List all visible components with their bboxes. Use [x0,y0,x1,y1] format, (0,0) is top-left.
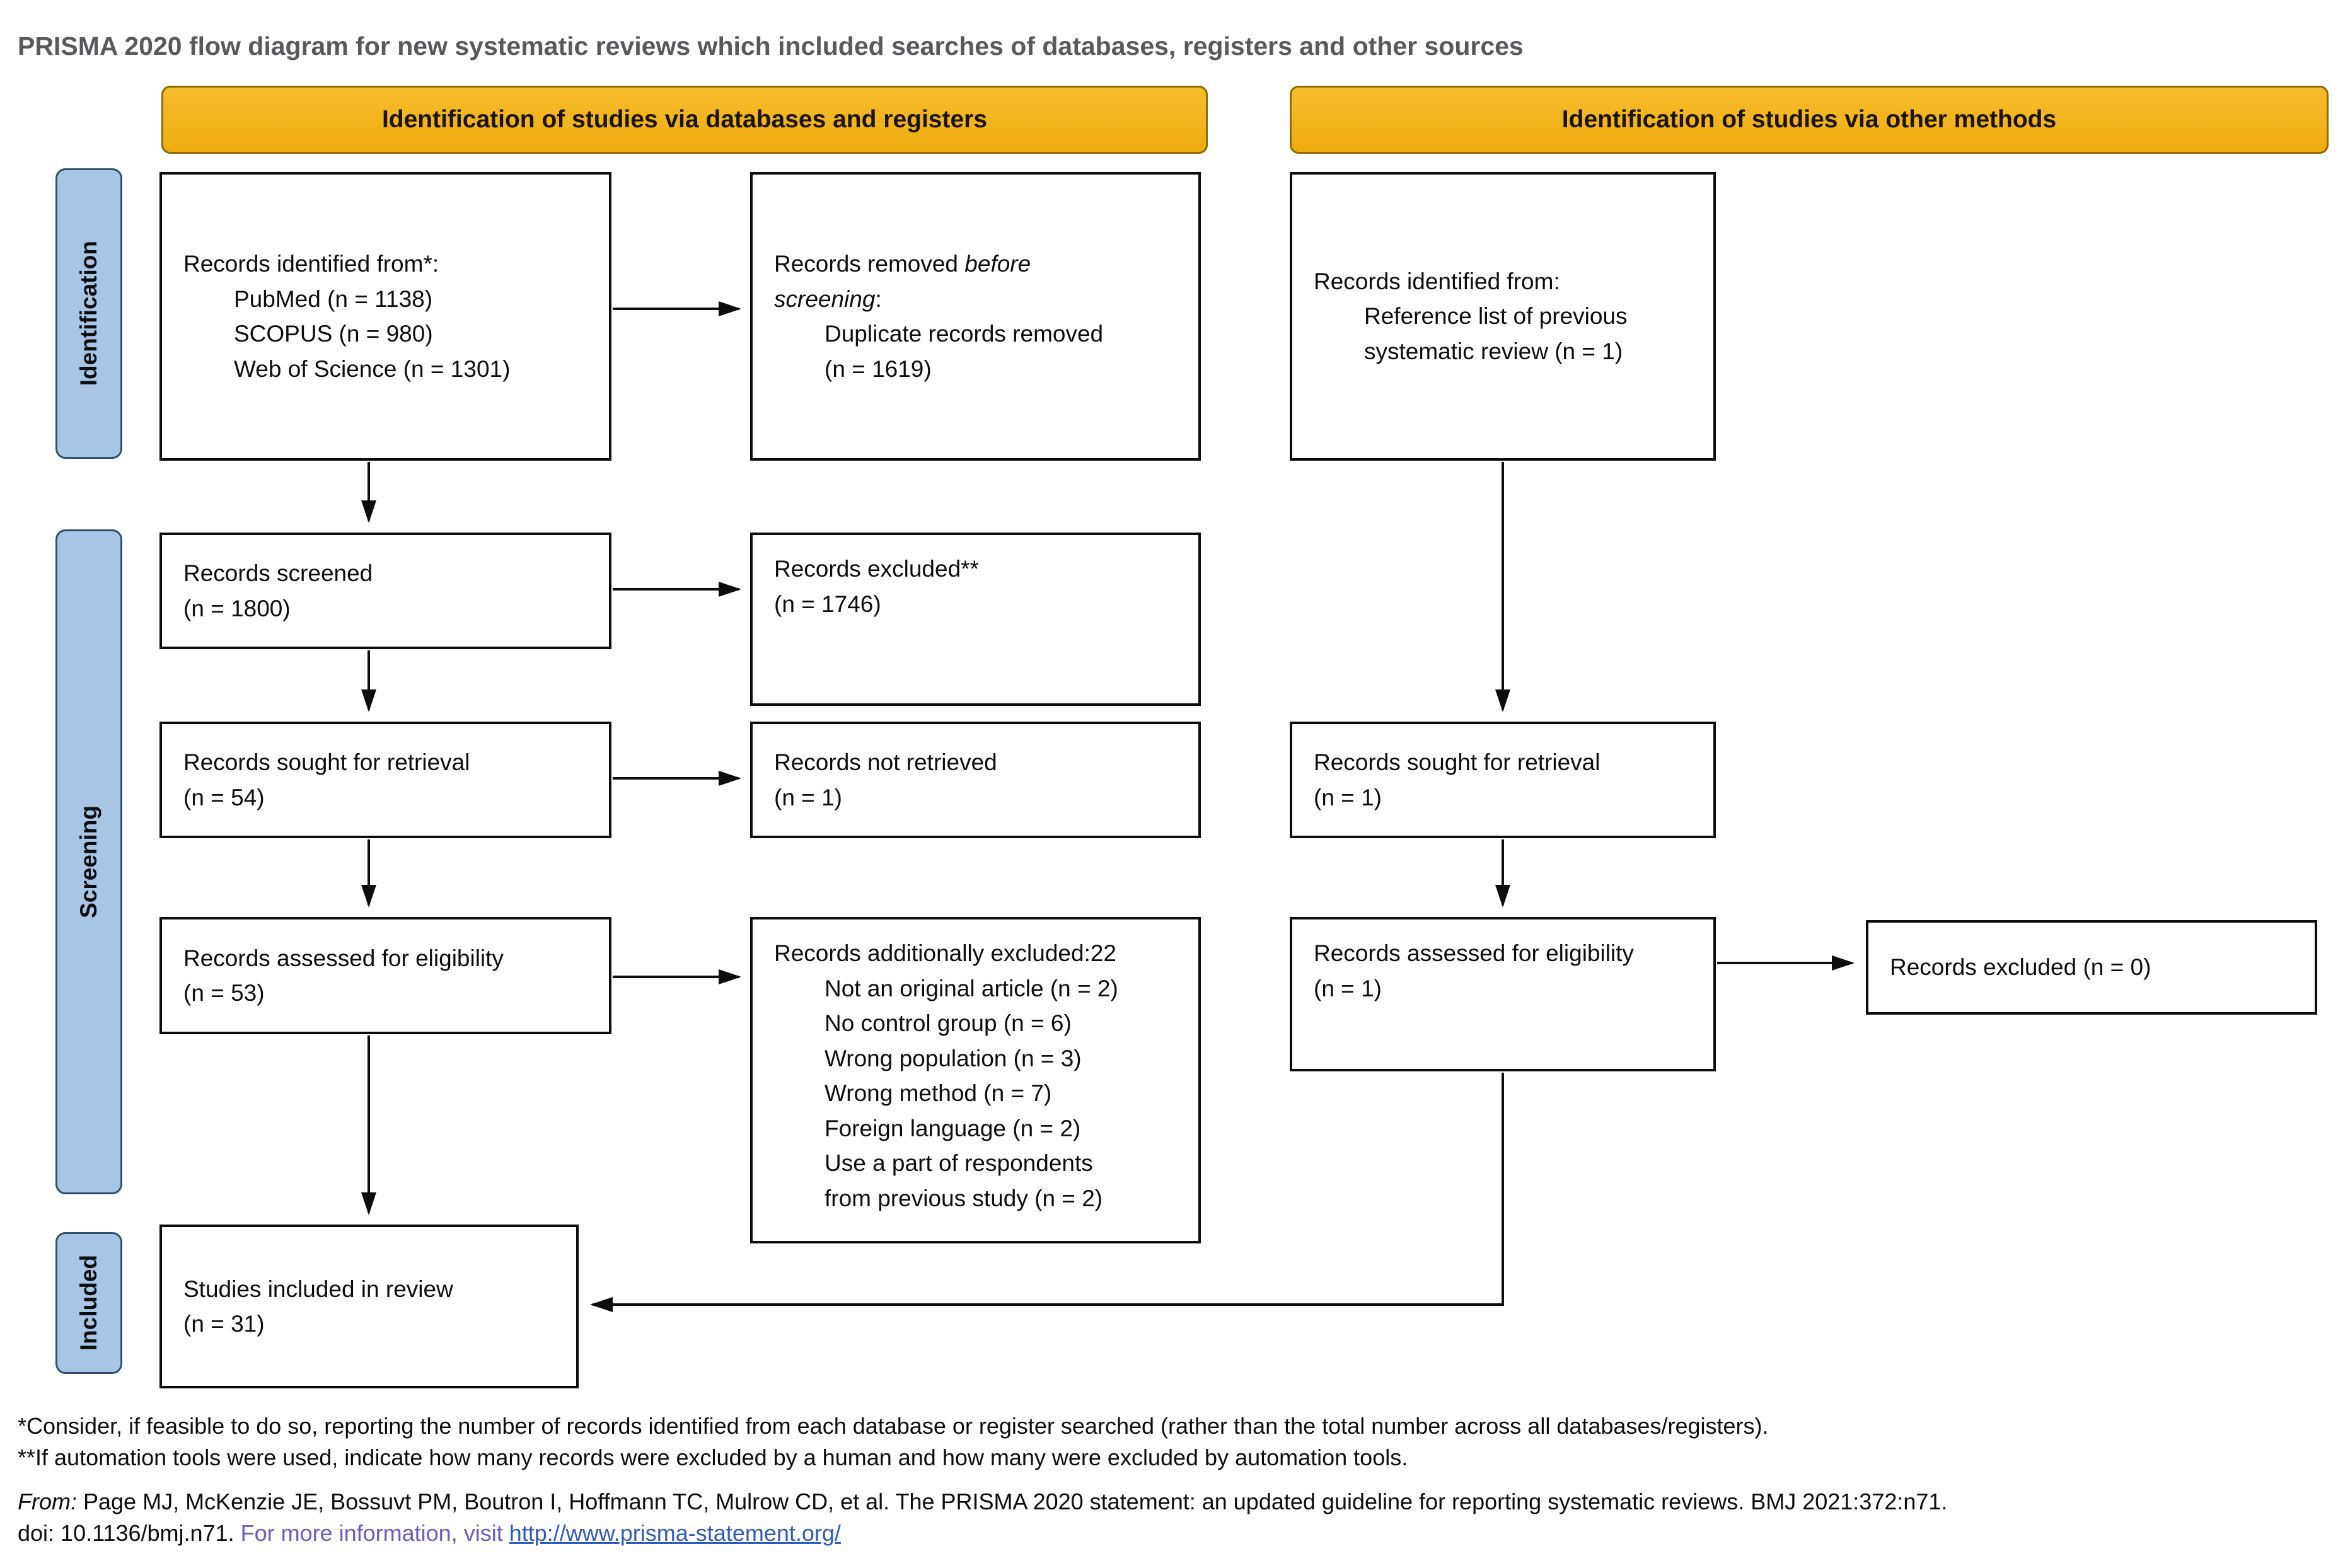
prisma-statement-link[interactable]: http://www.prisma-statement.org/ [509,1520,841,1546]
box-line: (n = 1) [1314,784,1382,810]
box-records-sought-other-methods: Records sought for retrieval (n = 1) [1290,722,1716,838]
citation-from-label: From: [18,1489,77,1514]
box-line: Wrong method (n = 7) [825,1080,1052,1106]
box-line: (n = 1746) [774,591,881,617]
box-line: systematic review (n = 1) [1364,338,1623,364]
box-records-additionally-excluded: Records additionally excluded:22 Not an … [750,917,1201,1243]
header-databases-registers: Identification of studies via databases … [161,86,1208,154]
box-line: Records not retrieved [774,749,997,775]
box-line: Records additionally excluded:22 [774,940,1117,966]
box-line: Records sought for retrieval [1314,749,1600,775]
box-records-assessed-other-methods: Records assessed for eligibility (n = 1) [1290,917,1716,1071]
citation-line-1: From: Page MJ, McKenzie JE, Bossuvt PM, … [18,1489,1947,1515]
box-line: Wrong population (n = 3) [825,1045,1082,1071]
box-records-removed-before-screening: Records removed before screening: Duplic… [750,172,1201,461]
stage-included: Included [55,1232,122,1374]
box-line: from previous study (n = 2) [825,1185,1103,1211]
footnote-consider: *Consider, if feasible to do so, reporti… [18,1413,1769,1439]
box-line: (n = 31) [183,1311,265,1337]
box-line: Records identified from*: [183,251,439,277]
box-text-italic: screening [774,285,876,312]
box-records-identified-databases: Records identified from*: PubMed (n = 11… [159,172,611,461]
box-line: SCOPUS (n = 980) [234,321,433,347]
box-line: Records assessed for eligibility [183,945,504,971]
box-records-identified-other-methods: Records identified from: Reference list … [1290,172,1716,461]
box-line: (n = 53) [183,980,265,1006]
box-line: Web of Science (n = 1301) [234,355,511,382]
box-text: : [875,285,882,312]
box-line: Records screened [183,560,373,586]
stage-identification-label: Identification [76,241,101,386]
box-line: Studies included in review [183,1276,453,1302]
box-line: (n = 1800) [183,595,291,621]
box-line: Records identified from: [1314,268,1560,294]
box-line: Records removed before [774,246,1191,282]
stage-included-label: Included [76,1255,101,1351]
box-line: No control group (n = 6) [825,1010,1072,1036]
box-records-assessed-databases: Records assessed for eligibility (n = 53… [159,917,611,1034]
box-line: screening: [774,282,1191,317]
box-line: Records excluded** [774,556,979,582]
citation-text: Page MJ, McKenzie JE, Bossuvt PM, Boutro… [77,1489,1948,1514]
box-line: (n = 1) [1314,975,1382,1001]
box-line: (n = 1) [774,784,842,810]
footnote-automation: **If automation tools were used, indicat… [18,1444,1408,1470]
box-records-sought-databases: Records sought for retrieval (n = 54) [159,722,611,838]
citation-doi: doi: 10.1136/bmj.n71. [18,1520,241,1546]
stage-screening-label: Screening [76,805,101,918]
box-records-screened: Records screened (n = 1800) [159,533,611,649]
box-line: Not an original article (n = 2) [825,975,1118,1001]
box-line: PubMed (n = 1138) [234,285,433,312]
box-records-excluded: Records excluded** (n = 1746) [750,533,1201,706]
box-line: Use a part of respondents [825,1150,1093,1176]
citation-more-info: For more information, visit [240,1520,509,1546]
box-line: Records excluded (n = 0) [1890,954,2151,981]
box-line: Foreign language (n = 2) [825,1115,1081,1141]
citation-line-2: doi: 10.1136/bmj.n71. For more informati… [18,1520,841,1547]
stage-identification: Identification [55,168,122,459]
box-line: (n = 54) [183,784,265,810]
box-line: Duplicate records removed [825,321,1104,347]
box-line: Records sought for retrieval [183,749,470,775]
box-records-excluded-other-methods: Records excluded (n = 0) [1866,920,2317,1015]
box-line: (n = 1619) [825,355,932,382]
page-title: PRISMA 2020 flow diagram for new systema… [18,32,1524,61]
stage-screening: Screening [55,529,122,1194]
box-line: Reference list of previous [1364,303,1628,330]
box-line: Records assessed for eligibility [1314,940,1634,966]
box-text: Records removed [774,251,965,277]
box-records-not-retrieved: Records not retrieved (n = 1) [750,722,1201,838]
box-studies-included: Studies included in review (n = 31) [159,1225,579,1388]
header-other-methods: Identification of studies via other meth… [1290,86,2329,154]
box-text-italic: before [964,251,1031,277]
